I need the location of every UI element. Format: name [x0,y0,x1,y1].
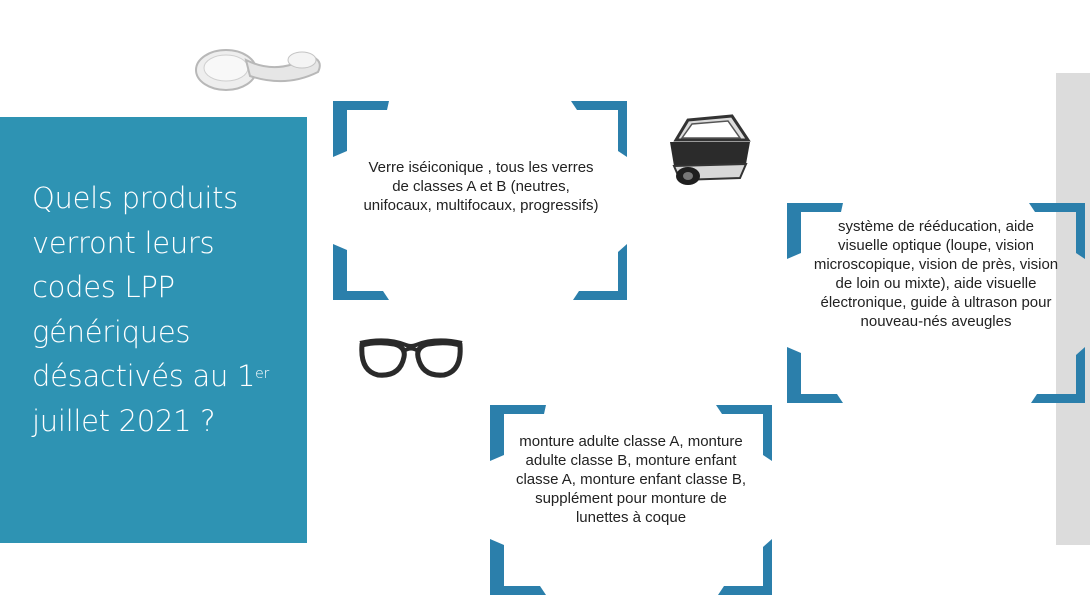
right-decorative-bar [1056,73,1090,545]
card-aides: système de rééducation, aide visuelle op… [787,203,1085,403]
bracket-corner-tr [716,405,772,461]
card-aides-text: système de rééducation, aide visuelle op… [813,218,1059,330]
bracket-corner-br [1031,347,1085,403]
slide-title: Quels produits verront leurs codes LPP g… [32,181,269,438]
card-montures: monture adulte classe A, monture adulte … [490,405,772,595]
bracket-corner-tr [1029,203,1085,259]
contact-lens-icon [195,49,321,91]
card-verres: Verre iséiconique , tous les verres de c… [333,101,627,300]
bracket-corner-bl [333,244,389,300]
bracket-corner-tl [787,203,843,259]
card-verres-text: Verre iséiconique , tous les verres de c… [363,159,599,214]
bracket-corner-tl [490,405,546,461]
bracket-corner-br [718,539,772,595]
card-montures-text: monture adulte classe A, monture adulte … [515,433,747,526]
bracket-corner-tr [571,101,627,157]
title-panel [0,117,307,543]
bracket-corner-br [573,244,627,300]
glasses-icon [359,338,463,378]
bracket-corner-bl [787,347,843,403]
bracket-corner-tl [333,101,389,157]
magnifier-device-icon [670,114,751,185]
bracket-corner-bl [490,539,546,595]
